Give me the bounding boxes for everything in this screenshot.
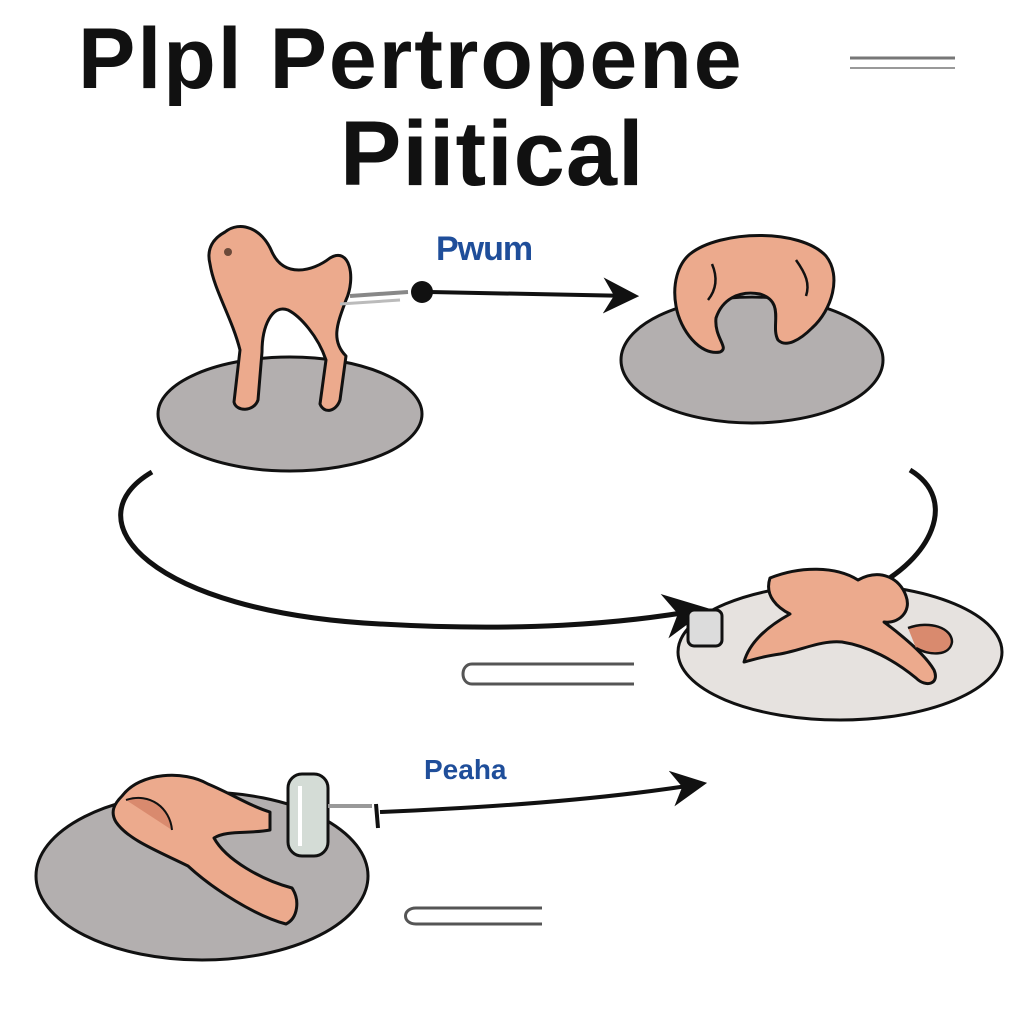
figure-curled <box>673 234 836 354</box>
arrow-stage4-out <box>328 770 708 829</box>
stage-2 <box>619 234 885 425</box>
platform-1 <box>156 355 424 473</box>
top-arrow-label: Pwum <box>436 230 533 268</box>
figure-lying-reaching <box>742 567 937 686</box>
stage-1 <box>156 225 424 473</box>
small-hook-arrow-2 <box>404 906 542 926</box>
curved-arrow-left <box>118 469 709 639</box>
stage-4 <box>34 772 370 962</box>
stage-3 <box>676 567 1004 722</box>
title-line-2: Piitical <box>340 103 645 205</box>
grip-device-3 <box>686 608 724 648</box>
small-hook-arrow-1 <box>461 662 634 686</box>
bottom-arrow-label: Peaha <box>424 754 507 785</box>
curved-arrow-right <box>870 467 938 591</box>
arrow-start-dot <box>411 281 433 303</box>
arrow-stage1-to-stage2 <box>339 277 640 314</box>
figure-1-eye <box>224 248 232 256</box>
figure-standing-arched <box>207 225 353 412</box>
platform-2 <box>619 295 885 425</box>
title-decoration <box>850 56 955 69</box>
roller-device <box>286 772 330 858</box>
title-line-1: Plpl Pertropene <box>78 11 744 107</box>
